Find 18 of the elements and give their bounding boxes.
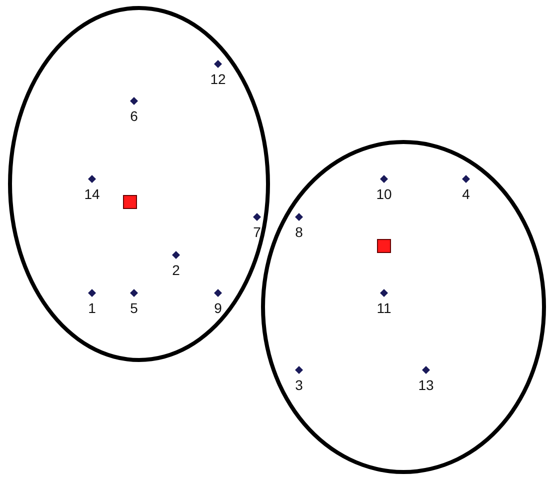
point-label: 6 [129,108,139,124]
point-label: 4 [461,186,471,202]
point-label: 14 [83,186,101,202]
point-label: 13 [417,377,435,393]
point-label: 11 [376,300,392,316]
point-label: 7 [252,224,262,240]
cluster-ellipse [8,6,270,362]
point-label: 9 [213,300,223,316]
point-label: 2 [171,262,181,278]
point-label: 12 [209,71,227,87]
point-label: 3 [294,377,304,393]
point-label: 5 [129,300,139,316]
cluster-ellipse [261,140,546,474]
point-label: 1 [87,300,97,316]
point-label: 8 [294,224,304,240]
centroid-marker [377,239,391,253]
centroid-marker [123,195,137,209]
point-label: 10 [375,186,393,202]
